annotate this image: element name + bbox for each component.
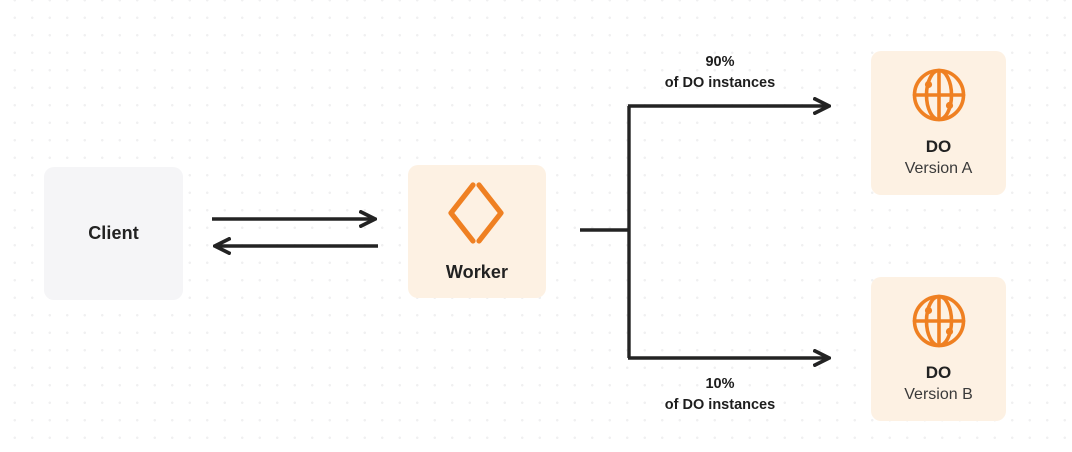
- node-client-label: Client: [88, 222, 139, 243]
- edge-label-do-b: 10% of DO instances: [610, 374, 830, 416]
- globe-icon: [910, 292, 968, 350]
- node-do-version-b-sublabel: Version B: [904, 386, 973, 404]
- node-worker[interactable]: Worker: [408, 165, 546, 298]
- edge-label-do-b-percent: 10%: [705, 376, 735, 392]
- cloudflare-workers-icon: [446, 180, 508, 246]
- edge-label-do-a-detail: of DO instances: [664, 75, 776, 92]
- node-do-version-b-label: DO: [925, 362, 952, 382]
- node-worker-label: Worker: [445, 261, 509, 282]
- edge-label-do-a-percent: 90%: [705, 54, 735, 70]
- node-do-version-a[interactable]: DO Version A: [871, 51, 1006, 195]
- node-do-version-a-label: DO: [925, 136, 952, 156]
- node-client[interactable]: Client: [44, 167, 183, 300]
- edge-label-do-b-detail: of DO instances: [664, 397, 776, 414]
- globe-icon: [910, 66, 968, 124]
- node-do-version-a-sublabel: Version A: [904, 160, 973, 178]
- node-do-version-b[interactable]: DO Version B: [871, 277, 1006, 421]
- edge-label-do-a: 90% of DO instances: [610, 52, 830, 94]
